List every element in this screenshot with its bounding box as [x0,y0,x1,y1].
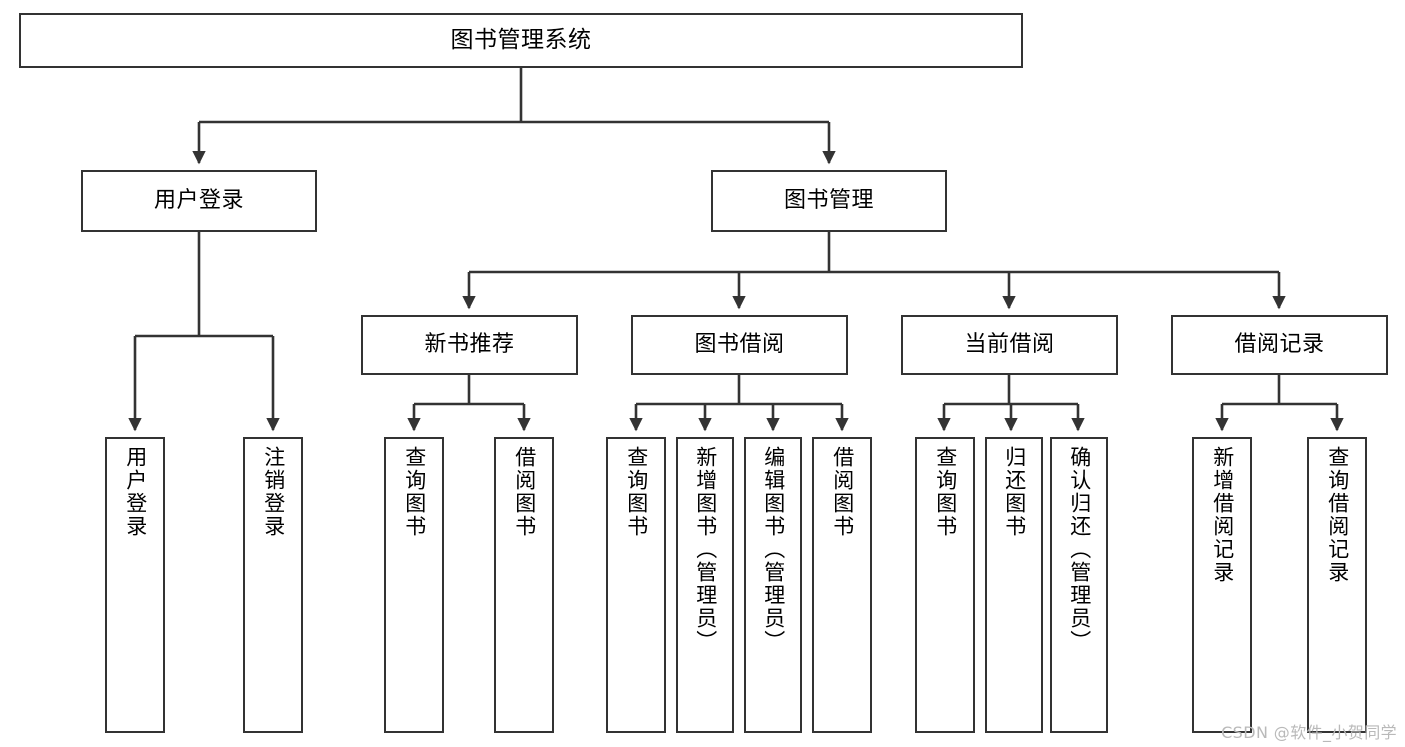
leaf-query-book-recommend[interactable]: 查询图书 [384,437,444,733]
node-borrowing-record[interactable]: 借阅记录 [1171,315,1388,375]
node-label: 借阅图书 [830,446,855,538]
node-label: 查询借阅记录 [1325,446,1350,584]
leaf-query-borrow-record[interactable]: 查询借阅记录 [1307,437,1367,733]
leaf-edit-book-admin[interactable]: 编辑图书（管理员） [744,437,802,733]
leaf-borrow-book[interactable]: 借阅图书 [812,437,872,733]
leaf-add-book-admin[interactable]: 新增图书（管理员） [676,437,734,733]
node-label: 确认归还（管理员） [1067,446,1092,653]
node-label: 编辑图书（管理员） [761,446,786,653]
node-label: 归还图书 [1002,446,1027,538]
node-label: 查询图书 [624,446,649,538]
node-current-borrowing[interactable]: 当前借阅 [901,315,1118,375]
leaf-logout-login[interactable]: 注销登录 [243,437,303,733]
node-label: 查询图书 [402,446,427,538]
leaf-query-book-current[interactable]: 查询图书 [915,437,975,733]
node-book-borrowing[interactable]: 图书借阅 [631,315,848,375]
node-label: 图书借阅 [694,331,785,357]
leaf-user-login[interactable]: 用户登录 [105,437,165,733]
node-label: 查询图书 [933,446,958,538]
node-label: 当前借阅 [964,331,1055,357]
node-label: 新增借阅记录 [1210,446,1235,584]
node-label: 借阅记录 [1234,331,1325,357]
node-label: 图书管理系统 [450,26,592,53]
leaf-query-book-borrow[interactable]: 查询图书 [606,437,666,733]
node-label: 用户登录 [123,446,148,538]
node-book-management-system[interactable]: 图书管理系统 [19,13,1023,68]
node-user-login[interactable]: 用户登录 [81,170,317,232]
leaf-add-borrow-record[interactable]: 新增借阅记录 [1192,437,1252,733]
node-label: 新书推荐 [424,331,515,357]
node-new-book-recommendation[interactable]: 新书推荐 [361,315,578,375]
node-label: 注销登录 [261,446,286,538]
node-book-management[interactable]: 图书管理 [711,170,947,232]
node-label: 图书管理 [783,187,874,213]
leaf-return-book[interactable]: 归还图书 [985,437,1043,733]
node-label: 用户登录 [153,187,244,213]
node-label: 新增图书（管理员） [693,446,718,653]
csdn-watermark: CSDN @软件_小贺同学 [1221,723,1397,742]
leaf-confirm-return-admin[interactable]: 确认归还（管理员） [1050,437,1108,733]
node-label: 借阅图书 [512,446,537,538]
leaf-borrow-book-recommend[interactable]: 借阅图书 [494,437,554,733]
